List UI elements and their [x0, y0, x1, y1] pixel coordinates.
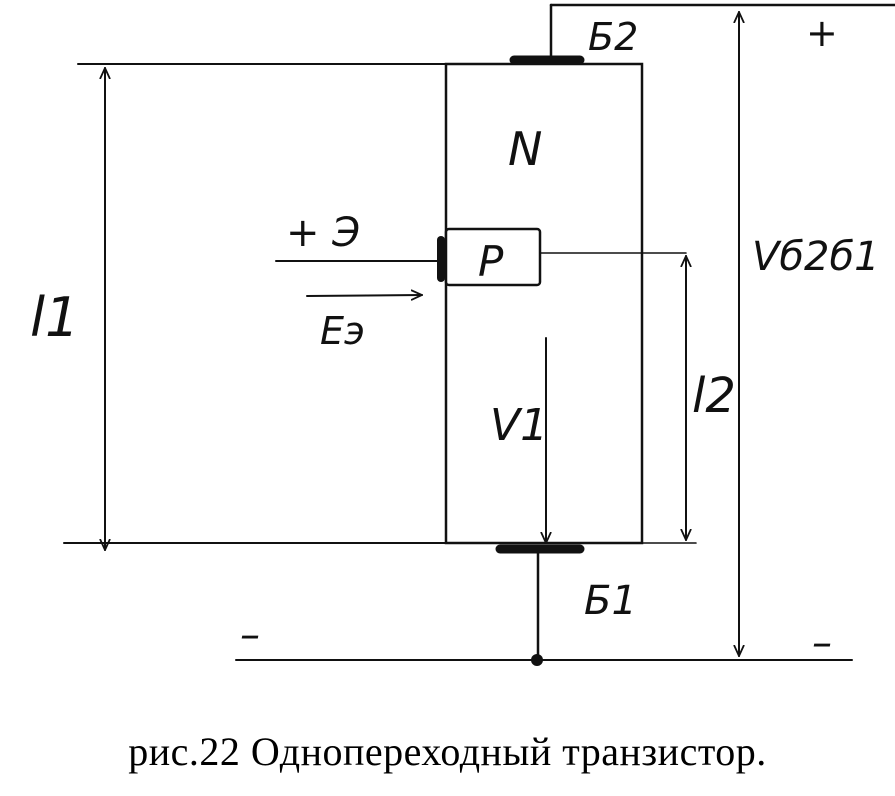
n-region-label: N: [508, 122, 542, 176]
base2-label: Б2: [588, 15, 638, 59]
length-l1-label: l1: [30, 286, 79, 349]
emitter-label: + Э: [286, 210, 360, 256]
figure-caption: рис.22 Однопереходный транзистор.: [128, 729, 767, 774]
plus-top-label: +: [806, 11, 838, 55]
p-region-rectangle: [444, 227, 542, 287]
voltage-v1-label: V1: [490, 400, 548, 451]
n-body-rectangle: [444, 62, 644, 545]
minus-left-label: –: [240, 612, 260, 658]
junction-dot: [531, 654, 543, 666]
emitter-field-arrow: [306, 295, 422, 296]
minus-right-label: –: [812, 620, 832, 666]
p-region-label: P: [478, 237, 504, 286]
voltage-vb2b1-label: Vб2б1: [752, 234, 880, 280]
emitter-field-label: Eэ: [320, 309, 365, 353]
length-l2-label: l2: [692, 368, 736, 424]
base1-label: Б1: [584, 578, 637, 624]
